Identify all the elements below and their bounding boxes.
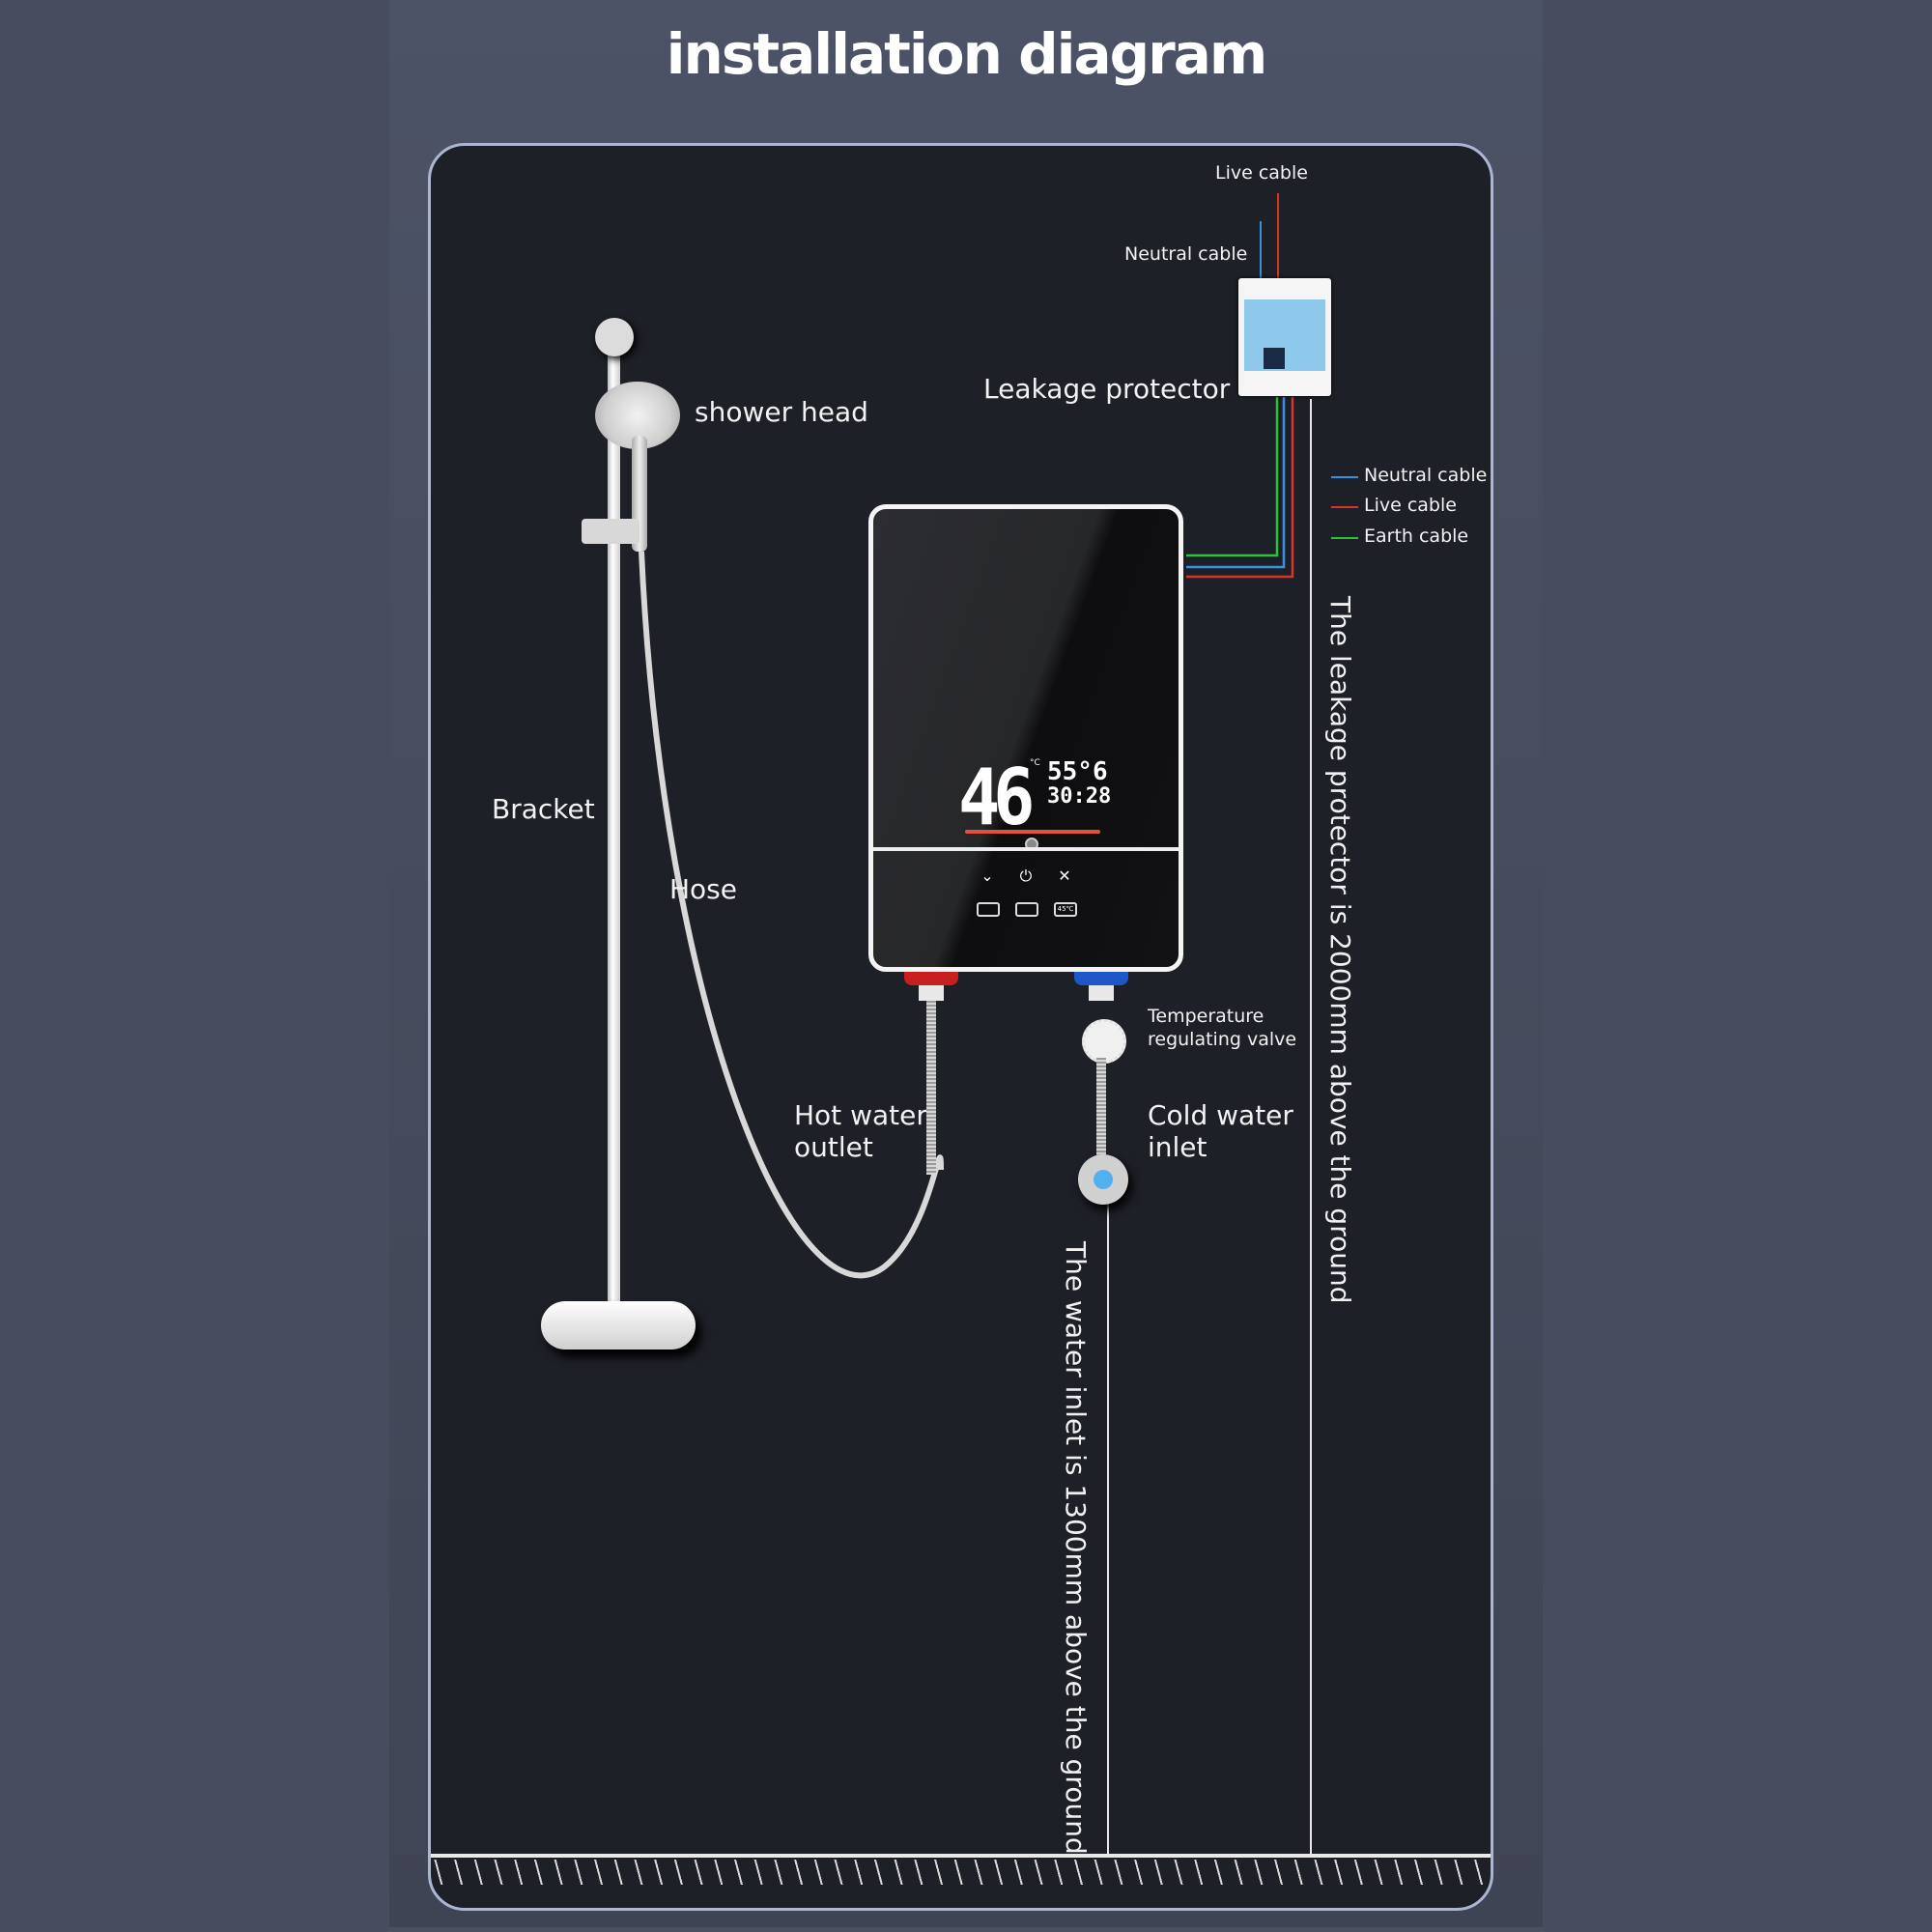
- legend-live-label: Live cable: [1364, 495, 1457, 516]
- temp-valve-label-1: Temperature: [1148, 1006, 1264, 1027]
- bracket-label: Bracket: [492, 793, 595, 825]
- cold-water-inlet-label-2: inlet: [1148, 1131, 1208, 1163]
- heater-divider: [873, 847, 1179, 851]
- protector-window: [1244, 299, 1325, 371]
- hot-water-outlet-label-1: Hot water: [794, 1099, 927, 1131]
- shower-head-label: shower head: [695, 396, 868, 428]
- cold-water-pipe: [1096, 1058, 1106, 1174]
- ground-line: [431, 1854, 1491, 1858]
- time-readout: 30:28: [1047, 784, 1112, 809]
- mode-icon[interactable]: ✕: [1058, 867, 1071, 885]
- angle-valve: [1078, 1154, 1128, 1205]
- cable-paths: [639, 397, 1294, 1279]
- angle-valve-blue-cap: [1094, 1170, 1113, 1189]
- legend-live-swatch: [1331, 506, 1358, 508]
- legend-earth-swatch: [1331, 537, 1358, 539]
- preset-button-1[interactable]: [977, 902, 1000, 917]
- cold-water-inlet-label-1: Cold water: [1148, 1099, 1293, 1131]
- preset-button-2[interactable]: [1015, 902, 1038, 917]
- hot-outlet-fitting: [904, 972, 958, 985]
- preset-button-3[interactable]: 45℃: [1054, 902, 1077, 917]
- down-arrow-icon[interactable]: ⌄: [980, 867, 994, 885]
- inlet-dimension-line: [1107, 1189, 1109, 1854]
- leakage-protector-label: Leakage protector: [983, 373, 1231, 405]
- cold-inlet-nut: [1089, 985, 1114, 1001]
- hot-water-pipe: [926, 1001, 936, 1175]
- temp-unit: °C: [1030, 758, 1040, 768]
- hot-outlet-nut: [919, 985, 944, 1001]
- neutral-cable-top: [1260, 221, 1262, 279]
- hose-label: Hose: [669, 873, 737, 905]
- legend-neutral-label: Neutral cable: [1364, 465, 1488, 486]
- diagram-panel: Live cable Neutral cable Leakage protect…: [428, 143, 1493, 1911]
- protector-height-text: The leakage protector is 2000mm above th…: [1324, 596, 1356, 1304]
- neutral-cable-top-label: Neutral cable: [1124, 243, 1248, 265]
- protector-switch: [1264, 348, 1285, 369]
- hot-water-outlet-label-2: outlet: [794, 1131, 873, 1163]
- current-temperature: 46: [958, 753, 1036, 842]
- legend-neutral-swatch: [1331, 476, 1358, 478]
- set-temperature: 55°6: [1047, 757, 1108, 786]
- live-cable-top-label: Live cable: [1215, 162, 1308, 184]
- power-icon[interactable]: ⏻: [1019, 867, 1033, 885]
- temp-valve-label-2: regulating valve: [1148, 1029, 1297, 1050]
- inlet-height-text: The water inlet is 1300mm above the grou…: [1060, 1241, 1092, 1855]
- protector-dimension-line: [1310, 399, 1312, 1854]
- page-title: installation diagram: [666, 21, 1268, 87]
- neutral-cable-path: [1186, 397, 1286, 569]
- leakage-protector-box: [1238, 278, 1331, 396]
- live-cable-path: [1186, 397, 1294, 579]
- background-right: [1543, 0, 1932, 1932]
- earth-cable-path: [1186, 397, 1279, 557]
- mixer-valve: [541, 1301, 696, 1350]
- live-cable-top: [1277, 193, 1279, 279]
- hose-path: [639, 551, 944, 1279]
- cold-inlet-fitting: [1074, 972, 1128, 985]
- background-left: [0, 0, 389, 1932]
- display-red-bar: [965, 830, 1100, 834]
- water-heater: 46 °C 55°6 30:28 ⌄ ⏻ ✕ 45℃: [868, 504, 1183, 972]
- rail-top-mount: [595, 318, 634, 356]
- slide-holder: [582, 519, 639, 544]
- shower-rail: [608, 339, 620, 1315]
- ground-hatch: [431, 1860, 1491, 1885]
- legend-earth-label: Earth cable: [1364, 526, 1469, 547]
